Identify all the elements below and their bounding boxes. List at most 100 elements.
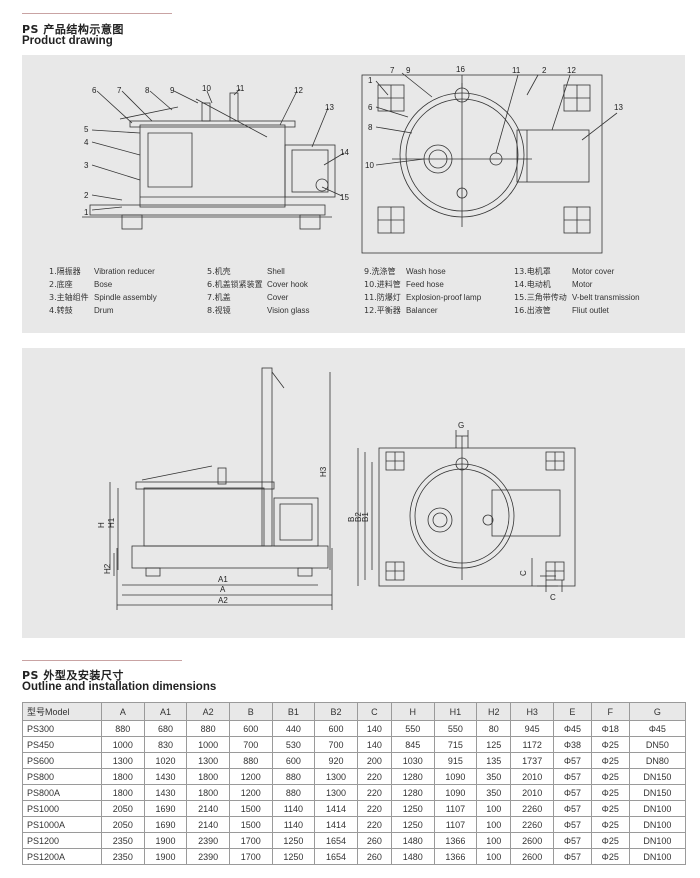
- table-cell: 1280: [390, 768, 435, 785]
- model-cell: PS800A: [22, 784, 102, 801]
- table-cell: 2260: [510, 816, 555, 833]
- table-cell: Φ57: [553, 800, 592, 817]
- top-callout-6: 6: [368, 103, 373, 112]
- table-cell: 715: [433, 736, 478, 753]
- top-callout-16: 16: [456, 65, 465, 74]
- table-cell: 2350: [101, 832, 145, 849]
- side-callout-2: 2: [84, 191, 89, 200]
- column-header: E: [553, 702, 592, 721]
- dim-h1-label: H1: [107, 517, 116, 528]
- table-cell: DN50: [628, 736, 687, 753]
- table-cell: 1480: [390, 848, 435, 865]
- column-header: A: [101, 702, 145, 721]
- table-cell: 1480: [390, 832, 435, 849]
- table-cell: Φ25: [590, 816, 630, 833]
- table-cell: Φ57: [553, 848, 592, 865]
- table-cell: 915: [433, 752, 478, 769]
- dim-h3-label: H3: [319, 466, 328, 477]
- table-cell: 1250: [271, 832, 316, 849]
- side-callout-6: 6: [92, 86, 97, 95]
- table-cell: 260: [356, 848, 392, 865]
- table-cell: Φ45: [628, 720, 687, 737]
- table-cell: 200: [356, 752, 392, 769]
- table-cell: 1900: [143, 832, 188, 849]
- column-header: B: [228, 702, 273, 721]
- table-cell: 1030: [390, 752, 435, 769]
- side-callout-7: 7: [117, 86, 122, 95]
- table-cell: 1300: [186, 752, 230, 769]
- table-cell: 880: [228, 752, 273, 769]
- table-cell: 2390: [186, 832, 230, 849]
- table-cell: 830: [143, 736, 188, 753]
- table-cell: 100: [476, 800, 512, 817]
- table-cell: 1300: [314, 768, 358, 785]
- table-cell: 530: [271, 736, 316, 753]
- table-cell: DN100: [628, 800, 687, 817]
- top-callout-11: 11: [512, 66, 521, 75]
- table-cell: 2140: [186, 816, 230, 833]
- table-cell: 1737: [510, 752, 555, 769]
- table-cell: 140: [356, 720, 392, 737]
- table-cell: 100: [476, 848, 512, 865]
- table-cell: Φ57: [553, 832, 592, 849]
- table-cell: 1800: [101, 768, 145, 785]
- column-header: H2: [476, 702, 512, 721]
- table-cell: 1500: [228, 816, 273, 833]
- column-header: F: [590, 702, 630, 721]
- table-cell: 1090: [433, 768, 478, 785]
- table-cell: 1690: [143, 816, 188, 833]
- side-callout-3: 3: [84, 161, 89, 170]
- table-cell: 1414: [314, 816, 358, 833]
- model-cell: PS1000: [22, 800, 102, 817]
- table-cell: 1690: [143, 800, 188, 817]
- table-cell: DN150: [628, 768, 687, 785]
- table-cell: 2050: [101, 816, 145, 833]
- dim-h2-label: H2: [103, 563, 112, 574]
- table-cell: 2350: [101, 848, 145, 865]
- table-cell: 1200: [228, 784, 273, 801]
- table-cell: 1090: [433, 784, 478, 801]
- table-cell: Φ25: [590, 768, 630, 785]
- model-cell: PS300: [22, 720, 102, 737]
- column-header: H: [390, 702, 435, 721]
- table-cell: Φ57: [553, 816, 592, 833]
- dim-c-label: C: [519, 570, 528, 576]
- column-header: H1: [433, 702, 478, 721]
- section1-title-en: Product drawing: [22, 35, 113, 47]
- table-cell: 1020: [143, 752, 188, 769]
- table-cell: 1250: [390, 800, 435, 817]
- dim-a1-label: A1: [218, 575, 228, 584]
- top-callout-13: 13: [614, 103, 623, 112]
- model-cell: PS1000A: [22, 816, 102, 833]
- table-cell: Φ57: [553, 784, 592, 801]
- table-cell: 1140: [271, 800, 316, 817]
- table-cell: 2140: [186, 800, 230, 817]
- outline-drawing-panel: A1 A A2 H H1 H2 H3 B B2 B1 C C G: [22, 348, 685, 638]
- column-header: A1: [143, 702, 188, 721]
- table-cell: 2010: [510, 768, 555, 785]
- dim-b1-label: B1: [361, 512, 370, 522]
- table-cell: Φ57: [553, 768, 592, 785]
- table-cell: 2050: [101, 800, 145, 817]
- table-cell: 880: [186, 720, 230, 737]
- side-callout-8: 8: [145, 86, 150, 95]
- table-cell: 680: [143, 720, 188, 737]
- table-cell: Φ25: [590, 784, 630, 801]
- dim-g-label: G: [458, 421, 464, 430]
